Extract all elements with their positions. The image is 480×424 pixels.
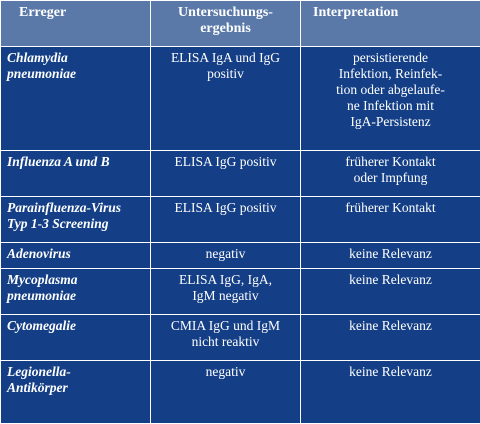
- table-row: Cytomegalie CMIA IgG und IgM nicht reakt…: [1, 315, 480, 361]
- pathogen-cell: Legionella- Antikörper: [1, 361, 151, 424]
- pathogen-cell: Mycoplasma pneumoniae: [1, 269, 151, 315]
- interpretation-cell: persistierende Infektion, Reinfek- tion …: [301, 47, 480, 151]
- interpretation-cell: keine Relevanz: [301, 315, 480, 361]
- result-cell: ELISA IgG positiv: [151, 197, 301, 243]
- pathogen-cell: Cytomegalie: [1, 315, 151, 361]
- table-header-row: Erreger Untersuchungs- ergebnis Interpre…: [1, 1, 480, 47]
- result-cell: ELISA IgG, IgA, IgM negativ: [151, 269, 301, 315]
- header-interpretation: Interpretation: [301, 1, 480, 47]
- pathogen-cell: Influenza A und B: [1, 151, 151, 197]
- header-result: Untersuchungs- ergebnis: [151, 1, 301, 47]
- pathogen-cell: Parainfluenza-Virus Typ 1-3 Screening: [1, 197, 151, 243]
- table-row: Mycoplasma pneumoniae ELISA IgG, IgA, Ig…: [1, 269, 480, 315]
- result-cell: negativ: [151, 361, 301, 424]
- result-cell: CMIA IgG und IgM nicht reaktiv: [151, 315, 301, 361]
- interpretation-cell: keine Relevanz: [301, 361, 480, 424]
- result-cell: negativ: [151, 243, 301, 269]
- table-row: Parainfluenza-Virus Typ 1-3 Screening EL…: [1, 197, 480, 243]
- interpretation-cell: früherer Kontakt: [301, 197, 480, 243]
- table-row: Influenza A und B ELISA IgG positiv früh…: [1, 151, 480, 197]
- table-row: Legionella- Antikörper negativ keine Rel…: [1, 361, 480, 424]
- result-cell: ELISA IgA und IgG positiv: [151, 47, 301, 151]
- pathogen-cell: Chlamydia pneumoniae: [1, 47, 151, 151]
- table-row: Adenovirus negativ keine Relevanz: [1, 243, 480, 269]
- table-row: Chlamydia pneumoniae ELISA IgA und IgG p…: [1, 47, 480, 151]
- interpretation-cell: früherer Kontakt oder Impfung: [301, 151, 480, 197]
- interpretation-cell: keine Relevanz: [301, 243, 480, 269]
- pathogen-cell: Adenovirus: [1, 243, 151, 269]
- header-pathogen: Erreger: [1, 1, 151, 47]
- result-cell: ELISA IgG positiv: [151, 151, 301, 197]
- interpretation-cell: keine Relevanz: [301, 269, 480, 315]
